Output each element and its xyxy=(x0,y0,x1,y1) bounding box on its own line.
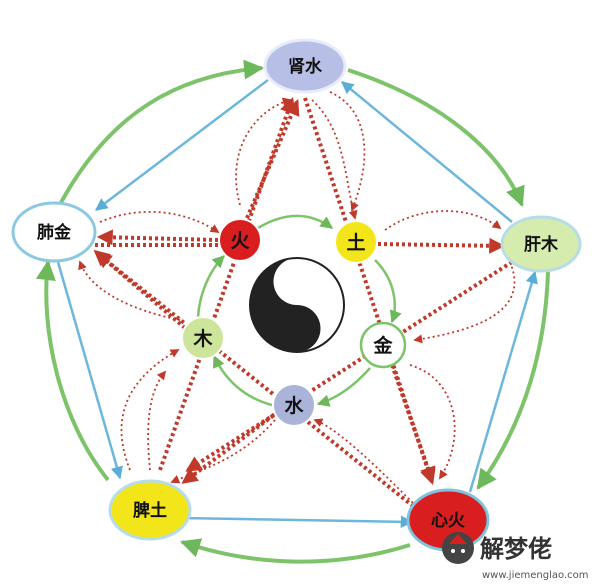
arrow-metal-to-water xyxy=(316,367,371,407)
label-earth: 土 xyxy=(346,232,365,254)
label-heart: 心火 xyxy=(431,511,466,531)
arrow-liver-to-kidney xyxy=(341,81,513,223)
node-water: 水 xyxy=(272,383,316,427)
arrow-lung-to-spleen xyxy=(56,261,123,480)
arrow-fire-to-earth xyxy=(257,214,334,230)
arc-1 xyxy=(235,97,292,206)
yin-yang-icon xyxy=(249,257,345,353)
watermark-title: 解梦佬 xyxy=(480,535,552,563)
controlling-star xyxy=(93,96,514,512)
arrow-earth-to-liver xyxy=(377,237,506,254)
arrow-metal-to-heart xyxy=(390,364,436,484)
arrow-spleen-to-lung xyxy=(35,260,110,482)
arc-6 xyxy=(313,418,421,511)
label-water: 水 xyxy=(284,395,304,417)
dotted-arcs xyxy=(78,91,516,511)
arc-2 xyxy=(329,91,366,212)
arrow-heart-to-liver xyxy=(468,270,538,493)
outer-generating-cycle xyxy=(35,59,550,564)
arrow-water-to-wood xyxy=(212,354,273,407)
arc-10 xyxy=(99,210,220,233)
label-lung: 肺金 xyxy=(37,222,72,243)
arrow-heart-to-lung xyxy=(95,252,420,512)
arrow-lung-to-kidney xyxy=(56,59,264,209)
node-earth: 土 xyxy=(334,220,378,264)
arrow-wood-to-fire xyxy=(196,255,225,323)
arc-4 xyxy=(413,261,516,344)
arrow-spleen-to-heart xyxy=(179,515,414,529)
arrow-liver-to-heart xyxy=(476,271,550,490)
node-spleen: 脾土 xyxy=(108,479,192,541)
watermark-logo xyxy=(442,532,474,564)
arc-3 xyxy=(384,210,502,231)
node-liver: 肝木 xyxy=(500,215,582,273)
blue-counter-lines xyxy=(56,79,538,529)
arrow-kidney-to-liver xyxy=(347,68,525,207)
inner-generating-cycle xyxy=(196,214,402,407)
label-kidney: 肾水 xyxy=(288,56,323,77)
label-liver: 肝木 xyxy=(524,234,559,255)
label-spleen: 脾土 xyxy=(133,500,167,521)
arrow-fire-to-kidney xyxy=(245,99,300,219)
arrow-fire-to-lung xyxy=(96,229,219,246)
node-metal: 金 xyxy=(359,321,407,369)
arc-5 xyxy=(409,364,456,480)
watermark-url: www.jiemenglao.com xyxy=(482,570,588,581)
arc-7 xyxy=(170,419,276,484)
arc-11 xyxy=(147,370,167,471)
node-kidney: 肾水 xyxy=(263,38,347,94)
node-lung: 肺金 xyxy=(11,201,97,263)
node-fire: 火 xyxy=(218,218,262,262)
arc-9 xyxy=(78,260,181,321)
arrow-kidney-to-lung xyxy=(95,79,269,211)
arrow-heart-to-spleen xyxy=(180,538,411,564)
node-heart: 心火 xyxy=(406,488,490,552)
label-wood: 木 xyxy=(192,327,213,350)
label-metal: 金 xyxy=(372,334,393,357)
watermark: 解梦佬 www.jiemenglao.com xyxy=(442,532,588,581)
label-fire: 火 xyxy=(230,230,250,252)
node-wood: 木 xyxy=(181,316,225,360)
arrow-earth-to-metal xyxy=(374,259,402,324)
arrow-liver-to-spleen xyxy=(185,260,514,472)
arc-12 xyxy=(311,99,358,220)
